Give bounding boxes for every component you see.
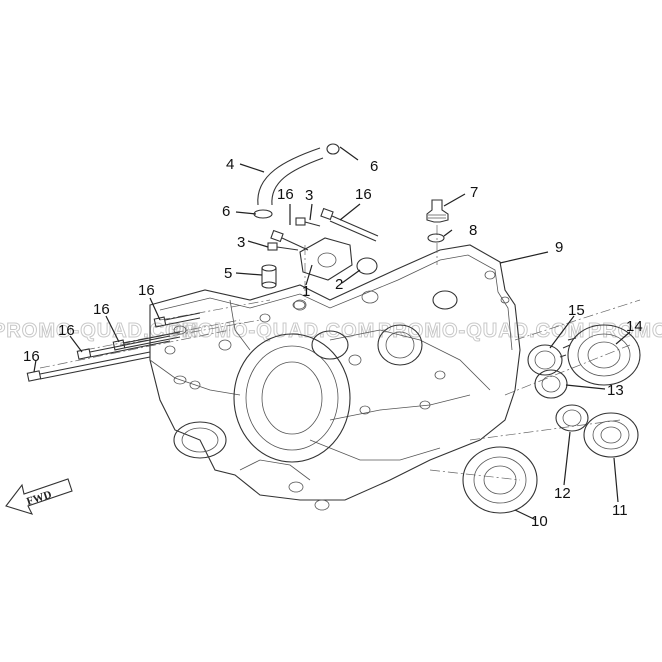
hose-clamp-bottom: [253, 209, 273, 219]
hose-clamp-top: [326, 143, 340, 155]
bolt-parts: [26, 207, 379, 382]
callout-labels: 1 2 3 3 4 5 6 6 7 8 9 10 11 12 13 14 15 …: [23, 156, 643, 530]
sensor-washer: [427, 233, 445, 243]
fwd-label: FWD: [25, 489, 53, 508]
callout-10: 10: [531, 513, 548, 530]
callout-7: 7: [470, 184, 478, 201]
callout-16-mid: 16: [138, 282, 155, 299]
bolt-16-e: [76, 335, 171, 360]
breather-cover: [299, 237, 353, 281]
callout-3-upper: 3: [305, 187, 313, 204]
fwd-arrow: FWD: [5, 478, 73, 515]
leader-lines: [33, 146, 631, 521]
callout-12: 12: [554, 485, 571, 502]
bearing-14: [559, 324, 641, 386]
callout-16-top-right: 16: [355, 186, 372, 203]
callout-13: 13: [607, 382, 624, 399]
breather-pipe: [261, 268, 277, 285]
breather-hose: [257, 147, 324, 206]
cover-gasket: [356, 257, 378, 275]
callout-5: 5: [224, 265, 232, 282]
callout-16-top-left: 16: [277, 186, 294, 203]
bearing-10: [462, 446, 538, 514]
callout-3-lower: 3: [237, 234, 245, 251]
bolt-3-upper: [295, 217, 321, 227]
callout-14: 14: [626, 318, 643, 335]
bolt-16-a: [270, 229, 309, 251]
callout-2: 2: [335, 276, 343, 293]
breather-assembly: [253, 143, 378, 310]
sensor-assembly: [426, 199, 449, 243]
watermark-center: PROMO-QUAD.COM: [168, 320, 375, 342]
watermark-right: PROMO-QUAD.COM: [378, 320, 585, 342]
callout-16-left-2: 16: [58, 322, 75, 339]
callout-16-left-1: 16: [93, 301, 110, 318]
callout-1: 1: [302, 283, 310, 300]
callout-9: 9: [555, 239, 563, 256]
bearings-and-seals: [462, 324, 641, 514]
oil-sensor: [426, 199, 449, 223]
seal-12: [555, 404, 589, 432]
callout-6-top: 6: [370, 158, 378, 175]
bolt-16-f: [26, 351, 151, 382]
bearing-11: [583, 412, 639, 458]
watermark-left: PROMO-QUAD.COM: [0, 320, 199, 342]
bearing-13: [534, 369, 568, 399]
seal-15: [527, 344, 563, 376]
callout-11: 11: [612, 502, 628, 519]
crankcase-housing: [149, 244, 521, 511]
callout-8: 8: [469, 222, 477, 239]
callout-4: 4: [226, 156, 234, 173]
bolt-3-lower: [267, 242, 299, 251]
bolt-16-b: [320, 207, 379, 242]
callout-6-left: 6: [222, 203, 230, 220]
callout-15: 15: [568, 302, 585, 319]
callout-16-left-3: 16: [23, 348, 40, 365]
